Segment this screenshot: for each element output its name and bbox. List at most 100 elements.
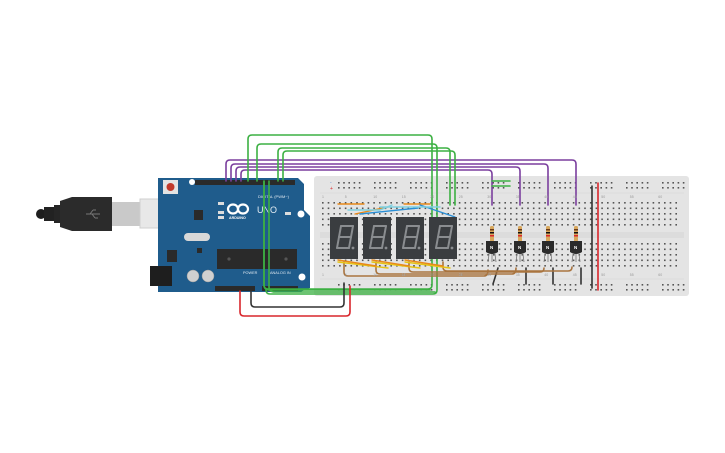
resistor[interactable] <box>490 226 494 242</box>
voltage-regulator <box>167 250 177 262</box>
resistor[interactable] <box>518 226 522 242</box>
reset-button[interactable] <box>163 180 178 194</box>
usb-symbol-icon <box>86 209 100 219</box>
column-number: 5 <box>345 195 347 199</box>
column-number: 50 <box>601 195 605 199</box>
transistor-label: N <box>490 245 493 250</box>
wire-purple[interactable] <box>230 163 549 206</box>
power-label: POWER <box>243 271 258 275</box>
model-label: UNO <box>257 205 277 215</box>
wire-purple[interactable] <box>240 169 493 206</box>
seven-segment-display-4[interactable] <box>429 217 457 259</box>
segment <box>336 236 340 249</box>
wire-yellow[interactable] <box>404 261 451 269</box>
column-number: 5 <box>345 273 347 277</box>
resistor[interactable] <box>546 226 550 242</box>
power-jack[interactable] <box>150 266 172 286</box>
brand-label: ARDUINO <box>229 216 246 220</box>
decimal-point <box>417 246 421 250</box>
npn-transistor-2[interactable]: N <box>514 241 526 263</box>
npn-transistor-4[interactable]: N <box>570 241 582 263</box>
column-number: 1 <box>322 195 324 199</box>
led-on <box>285 212 291 215</box>
column-number: 45 <box>573 273 577 277</box>
transistor-label: N <box>546 245 549 250</box>
segment <box>348 236 352 249</box>
atmega-chip <box>217 249 297 269</box>
column-number: 1 <box>322 273 324 277</box>
digital-header[interactable] <box>195 180 295 185</box>
column-number: 40 <box>544 273 548 277</box>
wire-orange[interactable] <box>371 259 410 267</box>
column-number: 60 <box>658 273 662 277</box>
seven-segment-display-3[interactable] <box>396 217 424 259</box>
column-number: 55 <box>630 273 634 277</box>
segment <box>371 225 375 238</box>
wire-purple[interactable] <box>235 166 521 206</box>
column-number: 35 <box>516 195 520 199</box>
usb-cable[interactable] <box>36 197 173 231</box>
transistor-label: N <box>518 245 521 250</box>
column-number: 50 <box>601 273 605 277</box>
segment <box>383 225 387 238</box>
crystal <box>184 233 210 241</box>
digital-label: DIGITAL (PWM~) <box>258 194 290 199</box>
column-number: 55 <box>630 195 634 199</box>
breadboard-labels: 1155101015152020252530303535404045455050… <box>322 180 662 277</box>
column-number: 60 <box>658 195 662 199</box>
segment <box>447 236 451 249</box>
led-tx <box>218 211 224 214</box>
column-number: 25 <box>459 273 463 277</box>
npn-transistor-3[interactable]: N <box>542 241 554 263</box>
npn-transistor-1[interactable]: N <box>486 241 498 263</box>
led-l <box>218 202 224 205</box>
column-number: 10 <box>373 273 377 277</box>
seven-segment-displays <box>330 217 457 259</box>
column-number: 40 <box>544 195 548 199</box>
wire-orange[interactable] <box>337 259 377 267</box>
wire-yellow[interactable] <box>371 261 421 269</box>
wire-blue[interactable] <box>359 207 419 215</box>
segment <box>404 225 408 238</box>
wire-red[interactable] <box>239 285 351 317</box>
wire-orange[interactable] <box>404 259 444 267</box>
column-number: 15 <box>402 273 406 277</box>
segment <box>416 225 420 238</box>
analog-label: ANALOG IN <box>270 271 291 275</box>
mount-hole <box>297 210 305 218</box>
segment <box>338 225 342 238</box>
column-number: 30 <box>487 273 491 277</box>
column-number: 45 <box>573 195 577 199</box>
column-number: 35 <box>516 273 520 277</box>
seven-segment-display-2[interactable] <box>363 217 391 259</box>
seven-segment-display-1[interactable] <box>330 217 358 259</box>
segment <box>449 225 453 238</box>
power-header[interactable] <box>215 286 255 291</box>
segment <box>402 236 406 249</box>
decimal-point <box>450 246 454 250</box>
wire-green[interactable] <box>282 150 456 206</box>
segment <box>369 236 373 249</box>
arduino-logo-icon <box>226 203 250 215</box>
resistor[interactable] <box>574 226 578 242</box>
capacitor <box>186 269 200 283</box>
segment <box>437 225 441 238</box>
segment <box>350 225 354 238</box>
usb-chip <box>194 210 203 220</box>
wire-brown[interactable] <box>442 261 573 272</box>
segment <box>381 236 385 249</box>
mount-hole <box>298 273 306 281</box>
column-number: 15 <box>402 195 406 199</box>
rail-plus-sign: + <box>330 186 333 192</box>
wire-yellow[interactable] <box>337 261 389 269</box>
wire-green[interactable] <box>268 180 436 293</box>
wire-black[interactable] <box>250 282 345 308</box>
led-rx <box>218 216 224 219</box>
column-number: 30 <box>487 195 491 199</box>
wire-purple[interactable] <box>225 159 577 206</box>
arduino-uno-board[interactable]: DIGITAL (PWM~) ARDUINO UNO POWER AN <box>150 178 310 292</box>
small-chip <box>197 248 202 253</box>
rail-minus-sign: - <box>330 180 332 186</box>
